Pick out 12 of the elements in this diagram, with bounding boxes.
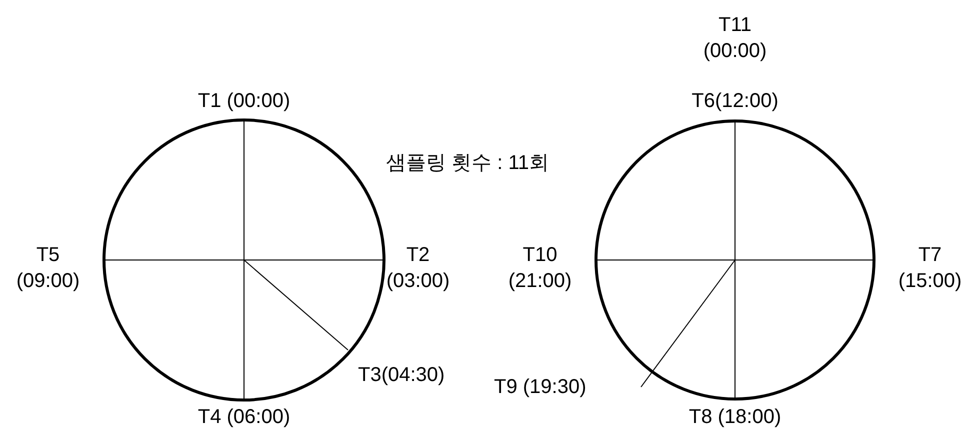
time-label: T2 (03:00) — [385, 243, 451, 294]
time-label: T3(04:30) — [358, 363, 445, 388]
time-label: T5 (09:00) — [15, 243, 81, 294]
note-text: 샘플링 횟수 : 11회 — [386, 151, 549, 176]
time-label: T11 (00:00) — [702, 13, 768, 64]
time-label: T6(12:00) — [692, 89, 778, 114]
time-label: T4 (06:00) — [198, 405, 290, 430]
time-label: T7 (15:00) — [897, 243, 963, 294]
time-label: T1 (00:00) — [198, 89, 290, 114]
time-label: T10 (21:00) — [507, 243, 573, 294]
time-label: T9 (19:30) — [494, 375, 586, 400]
time-label: T8 (18:00) — [688, 405, 782, 430]
